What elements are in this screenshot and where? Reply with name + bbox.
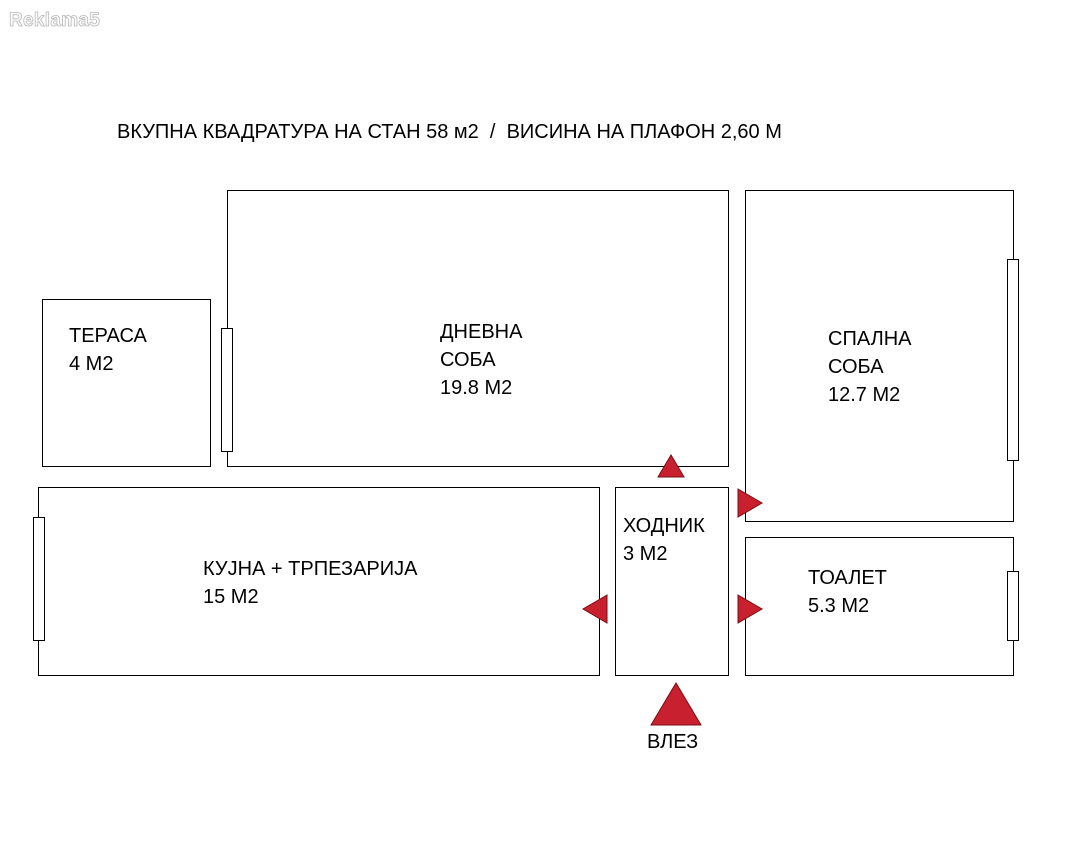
room-area: 5.3 М2 xyxy=(808,595,870,617)
door-arrow-toilet xyxy=(737,594,763,624)
room-area: 19.8 М2 xyxy=(440,377,513,399)
arrow-left-icon xyxy=(582,594,608,624)
window-living-room xyxy=(221,328,233,452)
label-bedroom: СПАЛНА СОБА 12.7 М2 xyxy=(828,325,912,409)
arrow-up-icon xyxy=(657,454,685,478)
window-kitchen xyxy=(33,517,45,641)
room-name-line2: СОБА xyxy=(440,349,496,371)
room-name-line2: СОБА xyxy=(828,356,884,378)
entrance-arrow xyxy=(650,682,702,726)
room-area: 15 М2 xyxy=(203,586,259,608)
arrow-right-icon xyxy=(737,488,763,518)
room-area: 12.7 М2 xyxy=(828,384,901,406)
room-name: КУЈНА + ТРПЕЗАРИЈА xyxy=(203,558,418,580)
room-terrace xyxy=(42,299,211,467)
label-kitchen-dining: КУЈНА + ТРПЕЗАРИЈА 15 М2 xyxy=(203,555,417,611)
label-terrace: ТЕРАСА 4 М2 xyxy=(69,322,147,378)
room-name-line1: СПАЛНА xyxy=(828,328,912,350)
room-area: 3 М2 xyxy=(623,543,668,565)
room-name: ТЕРАСА xyxy=(69,325,147,347)
arrow-up-icon xyxy=(650,682,702,726)
watermark-logo: Reklama5 xyxy=(9,10,101,32)
window-toilet xyxy=(1007,571,1019,641)
room-area: 4 М2 xyxy=(69,353,114,375)
label-living-room: ДНЕВНА СОБА 19.8 М2 xyxy=(440,318,522,402)
door-arrow-living-room xyxy=(657,454,685,478)
window-bedroom xyxy=(1007,259,1019,461)
room-living-room xyxy=(227,190,729,467)
room-name-line1: ДНЕВНА xyxy=(440,321,523,343)
door-arrow-kitchen xyxy=(582,594,608,624)
room-name: ТОАЛЕТ xyxy=(808,567,887,589)
room-hallway xyxy=(615,487,729,676)
room-bedroom xyxy=(745,190,1014,522)
arrow-right-icon xyxy=(737,594,763,624)
entrance-label: ВЛЕЗ xyxy=(647,731,699,753)
door-arrow-bedroom xyxy=(737,488,763,518)
label-hallway: ХОДНИК 3 М2 xyxy=(623,512,705,568)
label-toilet: ТОАЛЕТ 5.3 М2 xyxy=(808,564,887,620)
room-toilet xyxy=(745,537,1014,676)
room-kitchen-dining xyxy=(38,487,600,676)
room-name: ХОДНИК xyxy=(623,515,705,537)
floor-plan-headline: ВКУПНА КВАДРАТУРА НА СТАН 58 м2 / ВИСИНА… xyxy=(117,121,782,143)
